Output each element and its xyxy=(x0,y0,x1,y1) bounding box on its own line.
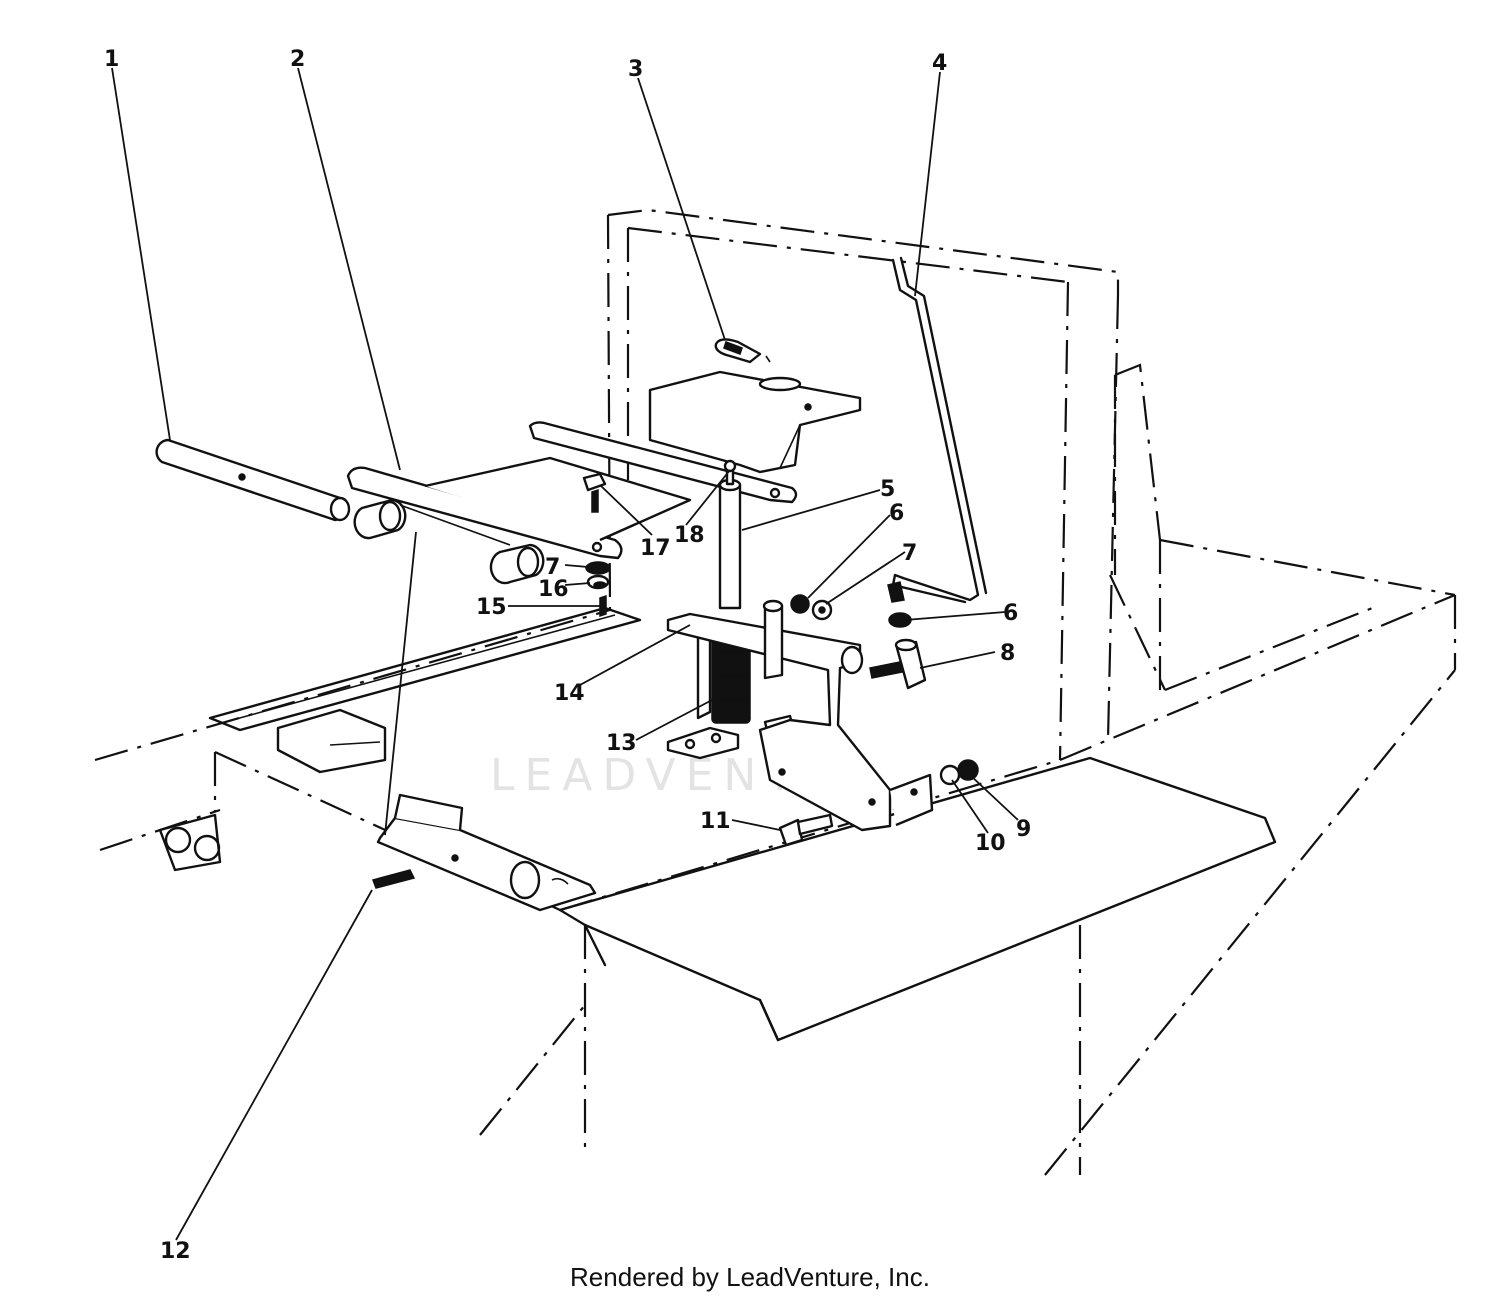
hardware xyxy=(582,459,979,847)
callout-6: 6 xyxy=(889,501,904,526)
leader-lines xyxy=(111,67,1019,1241)
callout-5: 5 xyxy=(880,477,895,502)
callout-2: 2 xyxy=(290,47,305,72)
seat-pivot-arm xyxy=(346,456,692,585)
body-outline xyxy=(94,208,1457,1176)
seat-hinge xyxy=(376,793,597,912)
callout-3: 3 xyxy=(628,57,643,82)
callout-14: 14 xyxy=(554,681,585,706)
hinge-pin xyxy=(372,869,416,889)
callout-6-right: 6 xyxy=(1003,601,1018,626)
callout-8: 8 xyxy=(1000,641,1015,666)
fender-plate xyxy=(558,756,1277,1042)
spring-tube xyxy=(718,464,742,610)
pivot-rod xyxy=(155,438,351,522)
callout-10: 10 xyxy=(975,831,1006,856)
callout-13: 13 xyxy=(606,731,637,756)
callout-9: 9 xyxy=(1016,817,1031,842)
callout-1: 1 xyxy=(104,47,119,72)
callout-12: 12 xyxy=(160,1239,191,1264)
mount-bracket xyxy=(666,612,934,832)
callout-15: 15 xyxy=(476,595,507,620)
wing-nut xyxy=(714,338,771,364)
callout-4: 4 xyxy=(932,51,947,76)
callout-7-left: 7 xyxy=(545,555,560,580)
callout-17: 17 xyxy=(640,536,671,561)
seat-bracket-plate xyxy=(648,370,862,474)
frame-bracket xyxy=(158,708,387,872)
footer-credit: Rendered by LeadVenture, Inc. xyxy=(570,1262,930,1292)
watermark: LEADVENT xyxy=(490,750,803,801)
callout-7-right: 7 xyxy=(902,541,917,566)
callout-16: 16 xyxy=(538,577,569,602)
callout-11: 11 xyxy=(700,809,731,834)
callout-18: 18 xyxy=(674,523,705,548)
callouts: 1 2 3 4 5 6 7 7 6 8 9 10 11 12 13 14 15 … xyxy=(104,47,1031,1264)
frame-rail xyxy=(208,606,642,732)
